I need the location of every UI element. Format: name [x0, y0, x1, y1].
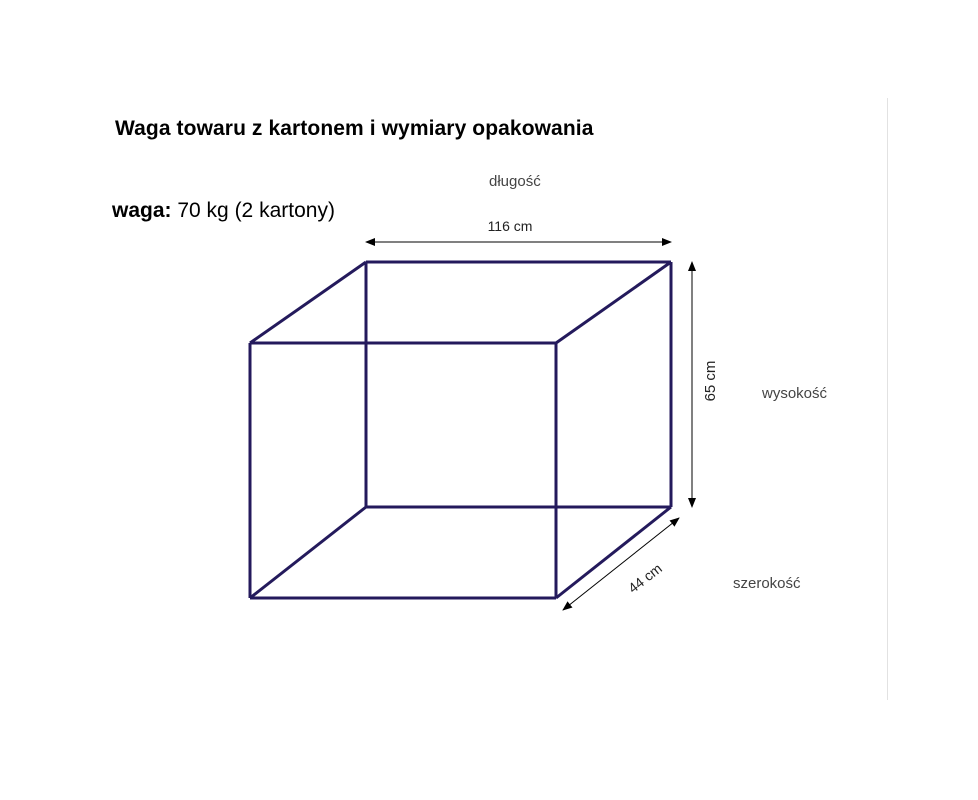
box-front-face: [248, 341, 558, 600]
width-name-label: szerokość: [733, 575, 801, 592]
width-dimension-line: [562, 517, 680, 611]
length-value-label: 116 cm: [488, 218, 533, 234]
box-back-face: [364, 260, 673, 509]
weight-info: waga: 70 kg (2 kartony): [112, 199, 335, 223]
weight-label: waga:: [112, 199, 172, 222]
length-name-label: długość: [489, 173, 541, 190]
height-value-label: 65 cm: [702, 361, 719, 402]
width-value-label: 44 cm: [625, 560, 665, 596]
height-name-label: wysokość: [762, 385, 828, 402]
weight-value: 70 kg (2 kartony): [177, 199, 335, 222]
vertical-divider: [887, 98, 888, 700]
box-depth-edges: [249, 260, 672, 600]
page-title: Waga towaru z kartonem i wymiary opakowa…: [115, 117, 594, 140]
